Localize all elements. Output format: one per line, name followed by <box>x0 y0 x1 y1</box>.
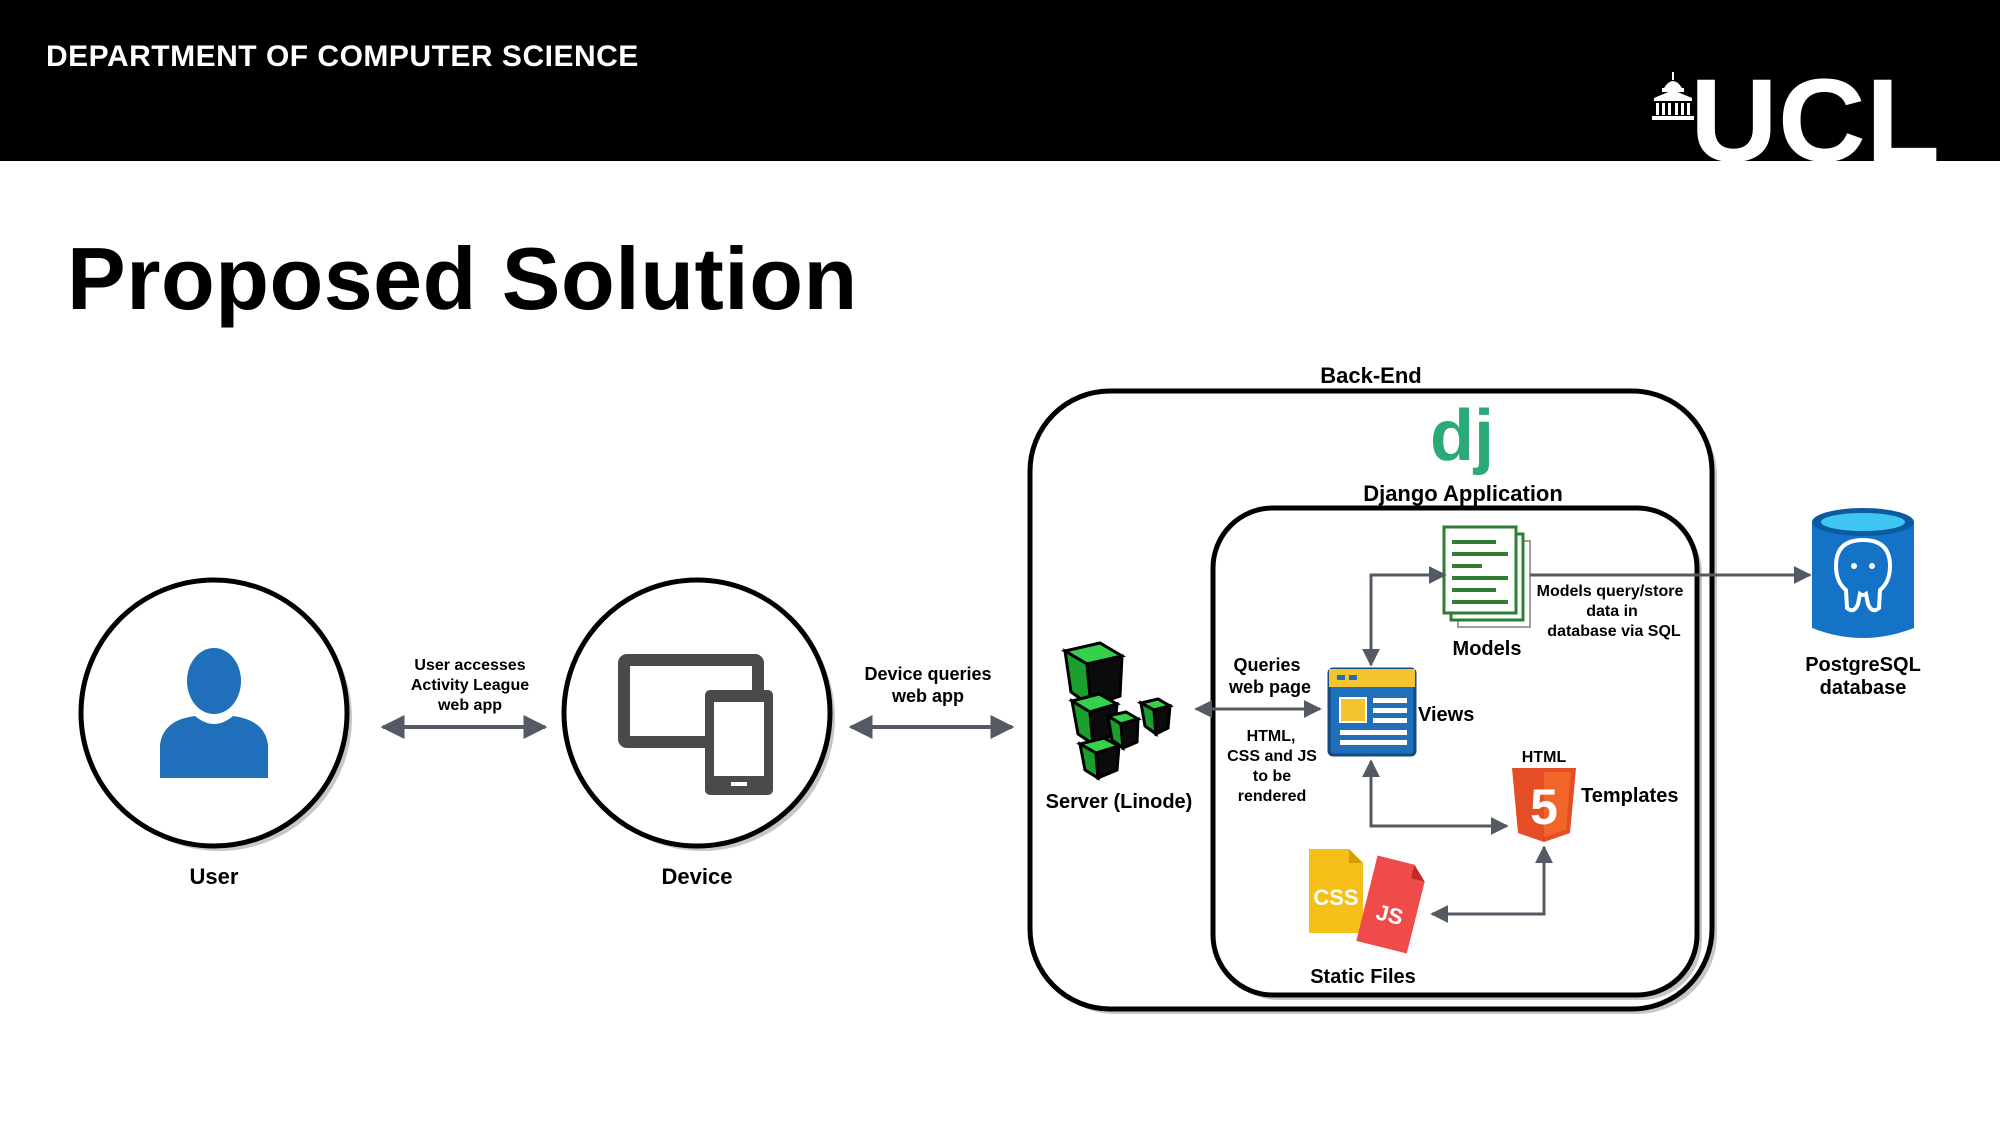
department-label: DEPARTMENT OF COMPUTER SCIENCE <box>46 40 639 73</box>
portico-icon <box>1652 72 1694 120</box>
svg-text:CSS: CSS <box>1313 885 1358 910</box>
views-models-arrow <box>1362 566 1447 667</box>
svg-text:rendered: rendered <box>1238 788 1306 805</box>
views-templates-arrow <box>1362 759 1509 835</box>
slide-header: DEPARTMENT OF COMPUTER SCIENCE UCL <box>0 0 2000 162</box>
django-app-title: Django Application <box>1363 481 1563 506</box>
static-files-label: Static Files <box>1310 966 1416 988</box>
svg-text:data in: data in <box>1586 603 1638 620</box>
models-label: Models <box>1453 638 1522 660</box>
user-node <box>78 577 352 851</box>
templates-static-arrow <box>1430 845 1553 923</box>
backend-title: Back-End <box>1320 363 1421 388</box>
css-file-icon: CSS <box>1309 849 1363 933</box>
user-device-edge-label: User accesses Activity League web app <box>411 657 529 714</box>
svg-text:to be: to be <box>1253 768 1291 785</box>
postgresql-label: PostgreSQL database <box>1805 654 1921 699</box>
device-label: Device <box>662 864 733 889</box>
queries-edge-label: Queries web page <box>1228 655 1311 697</box>
html5-icon: HTML 5 <box>1512 749 1576 842</box>
svg-text:Models query/store: Models query/store <box>1537 583 1684 600</box>
svg-text:database: database <box>1820 677 1907 699</box>
postgresql-icon <box>1812 508 1914 638</box>
templates-label: Templates <box>1581 785 1678 807</box>
page-title: Proposed Solution <box>67 229 858 328</box>
svg-text:CSS and JS: CSS and JS <box>1227 748 1317 765</box>
svg-text:database via SQL: database via SQL <box>1547 623 1681 640</box>
models-db-edge-label: Models query/store data in database via … <box>1537 583 1684 640</box>
models-icon <box>1442 525 1531 628</box>
render-edge-label: HTML, CSS and JS to be rendered <box>1227 728 1317 805</box>
server-label: Server (Linode) <box>1046 791 1193 813</box>
js-file-icon: JS <box>1356 855 1425 954</box>
svg-text:HTML: HTML <box>1522 749 1567 766</box>
ucl-wordmark: UCL <box>1690 70 1940 162</box>
devices-icon <box>618 654 773 795</box>
linode-server-icon <box>1060 641 1174 781</box>
ucl-logo: UCL <box>1652 70 1940 162</box>
django-logo-icon: dj <box>1430 396 1494 476</box>
svg-text:5: 5 <box>1530 779 1558 835</box>
svg-text:web app: web app <box>437 697 502 714</box>
svg-text:User accesses: User accesses <box>414 657 525 674</box>
svg-text:Queries: Queries <box>1233 655 1300 675</box>
svg-text:web app: web app <box>891 686 964 706</box>
views-label: Views <box>1418 704 1474 726</box>
svg-text:PostgreSQL: PostgreSQL <box>1805 654 1921 676</box>
user-label: User <box>190 864 239 889</box>
device-server-edge-label: Device queries web app <box>864 664 991 706</box>
user-icon <box>160 648 268 778</box>
svg-text:Device queries: Device queries <box>864 664 991 684</box>
svg-text:web page: web page <box>1228 677 1311 697</box>
device-node <box>561 577 835 851</box>
views-icon <box>1327 667 1417 757</box>
svg-text:Activity League: Activity League <box>411 677 529 694</box>
svg-text:HTML,: HTML, <box>1247 728 1296 745</box>
